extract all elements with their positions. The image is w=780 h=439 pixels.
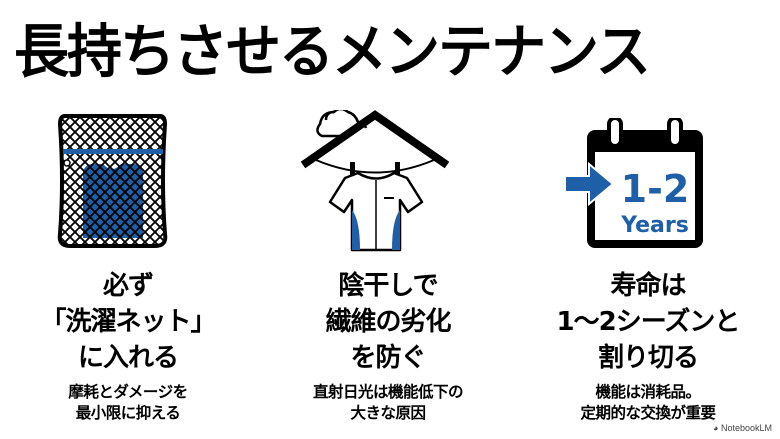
description-line: 大きな原因 — [350, 404, 426, 422]
description-line: 定期的な交換が重要 — [580, 404, 716, 422]
description-line: 機能は消耗品。 — [595, 383, 701, 401]
notebooklm-logo-icon: ◕ — [713, 423, 719, 433]
shade-drying-shirt-icon — [300, 110, 450, 252]
tip-heading: 必ず 「洗濯ネット」 に入れる — [0, 268, 258, 376]
heading-line: 割り切る — [597, 343, 699, 373]
heading-line: 繊維の劣化 — [325, 307, 451, 337]
tip-heading: 陰干しで 繊維の劣化 を防ぐ — [258, 268, 518, 376]
laundry-net-icon — [57, 114, 168, 248]
page-title: 長持ちさせるメンテナンス — [14, 18, 651, 86]
tip-column-lifespan: 寿命は 1〜2シーズンと 割り切る 機能は消耗品。 定期的な交換が重要 — [518, 268, 778, 424]
tip-description: 機能は消耗品。 定期的な交換が重要 — [518, 382, 778, 424]
heading-line: 必ず — [102, 271, 154, 301]
tip-description: 直射日光は機能低下の 大きな原因 — [258, 382, 518, 424]
notebooklm-branding: ◕ NotebookLM — [713, 423, 772, 433]
heading-line: を防ぐ — [350, 343, 426, 373]
tip-column-shade-drying: 陰干しで 繊維の劣化 を防ぐ 直射日光は機能低下の 大きな原因 — [258, 268, 518, 424]
heading-line: 寿命は — [610, 271, 686, 301]
calendar-range-text: 1-2 — [621, 167, 690, 211]
tip-heading: 寿命は 1〜2シーズンと 割り切る — [518, 268, 778, 376]
calendar-unit-text: Years — [620, 213, 689, 238]
description-line: 摩耗とダメージを — [68, 383, 188, 401]
description-line: 最小限に抑える — [75, 404, 181, 422]
heading-line: 1〜2シーズンと — [556, 307, 741, 337]
heading-line: 陰干しで — [338, 271, 438, 301]
heading-line: 「洗濯ネット」 — [40, 307, 216, 337]
description-line: 直射日光は機能低下の — [312, 383, 464, 401]
calendar-years-icon: 1-2 Years — [565, 118, 703, 248]
branding-label: NotebookLM — [720, 423, 772, 433]
tip-description: 摩耗とダメージを 最小限に抑える — [0, 382, 258, 424]
heading-line: に入れる — [77, 343, 179, 373]
tip-column-laundry-net: 必ず 「洗濯ネット」 に入れる 摩耗とダメージを 最小限に抑える — [0, 268, 258, 424]
